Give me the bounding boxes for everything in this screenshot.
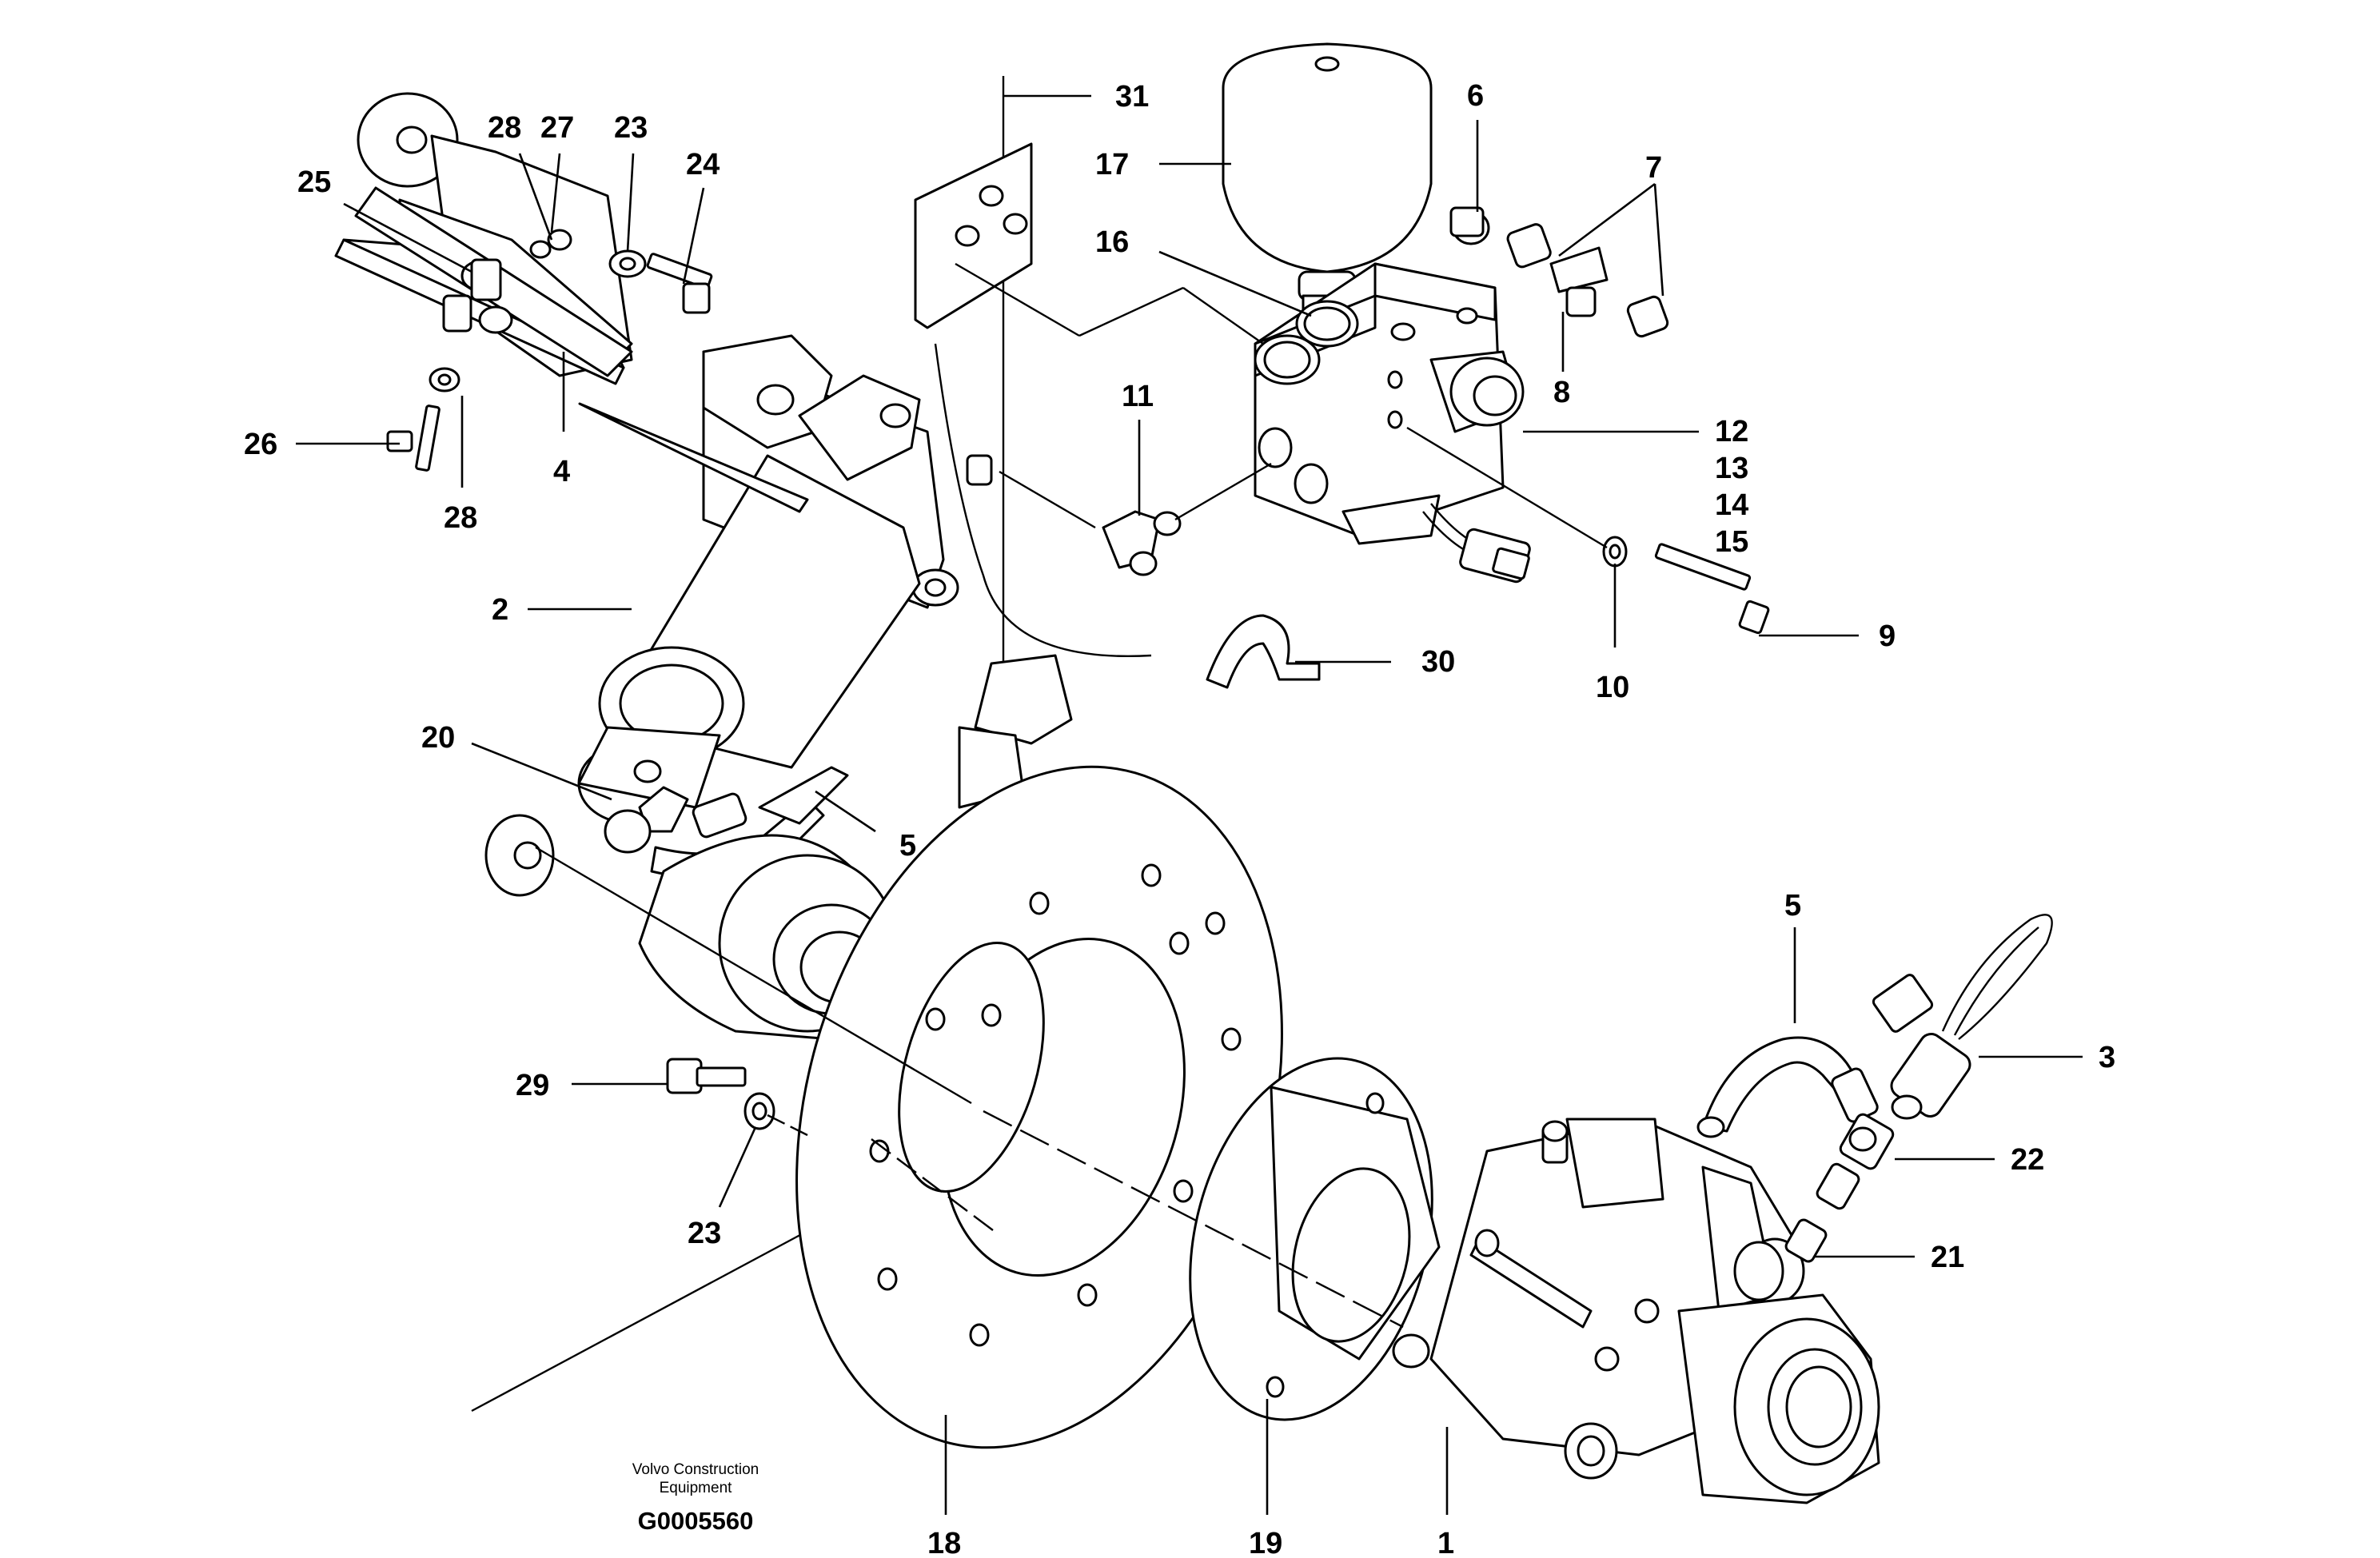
pressure-sensor: [1872, 914, 2053, 1120]
mounting-plate: [334, 186, 633, 385]
callout-17: 17: [1095, 148, 1129, 181]
washer-10: [1602, 536, 1628, 568]
callout-30: 30: [1421, 645, 1455, 679]
callout-26: 26: [244, 428, 277, 461]
credit-company: Volvo Construction: [632, 1461, 759, 1478]
brake-pipe-30: [1206, 614, 1321, 689]
callout-9: 9: [1879, 620, 1896, 653]
mounting-plate-31: [914, 142, 1033, 329]
callout-10: 10: [1596, 671, 1629, 704]
callout-31: 31: [1115, 80, 1149, 114]
callout-7: 7: [1645, 151, 1662, 185]
callout-4: 4: [553, 455, 570, 488]
plug-screw: [966, 454, 993, 486]
callout-28-upper: 28: [488, 111, 521, 145]
credit-subtitle: Equipment: [660, 1480, 733, 1496]
callout-22: 22: [2011, 1143, 2044, 1177]
brake-disc: [795, 765, 1283, 1449]
callout-3: 3: [2099, 1041, 2115, 1074]
callout-27: 27: [540, 111, 574, 145]
elbow-fitting-11: [1102, 510, 1182, 576]
callout-25: 25: [297, 165, 331, 199]
figure-code: G0005560: [638, 1507, 754, 1535]
callout-19: 19: [1249, 1527, 1282, 1558]
brake-hose-lower: [1696, 1036, 1879, 1138]
callout-11: 11: [1122, 380, 1154, 413]
callout-28-lower: 28: [444, 501, 477, 535]
callout-12: 12: [1715, 415, 1748, 448]
assembly-axis-lines: [535, 262, 1608, 1329]
callout-24: 24: [686, 148, 720, 181]
callout-23-lower: 23: [688, 1217, 721, 1250]
callout-18: 18: [927, 1527, 961, 1558]
callout-8: 8: [1553, 376, 1570, 409]
callout-16: 16: [1095, 225, 1129, 259]
callout-2: 2: [492, 593, 508, 627]
callout-labels: 31 17 16 6 7 8 11 12 13 14 15 9 10 30 2 …: [244, 79, 2115, 1558]
callout-23-upper: 23: [614, 111, 648, 145]
valve-connector: [1422, 503, 1531, 584]
brake-caliper: [1392, 1118, 1880, 1504]
bolt-9: [1654, 543, 1770, 635]
callout-5-lower: 5: [1784, 889, 1801, 922]
callout-13: 13: [1715, 452, 1748, 485]
fittings-21-22: [1784, 1113, 1895, 1263]
callout-14: 14: [1715, 488, 1748, 522]
callout-5-upper: 5: [899, 829, 916, 863]
figure-credit: Volvo Construction Equipment G0005560: [632, 1461, 759, 1535]
callout-21: 21: [1931, 1241, 1964, 1274]
callout-29: 29: [516, 1069, 549, 1102]
solenoid-valve: [1429, 350, 1525, 433]
brake-cylinder: [577, 334, 921, 825]
caliper-carrier: [1189, 1057, 1441, 1421]
fittings-6-7-8: [1449, 206, 1669, 338]
bolt-washer-cluster: [386, 229, 713, 472]
callout-1: 1: [1437, 1527, 1454, 1558]
valve-block: [1254, 262, 1505, 545]
bolt-29-washer-23: [666, 1058, 775, 1130]
callout-6: 6: [1467, 79, 1484, 113]
leader-lines: [296, 94, 2083, 1515]
callout-20: 20: [421, 721, 455, 755]
callout-15: 15: [1715, 525, 1748, 559]
